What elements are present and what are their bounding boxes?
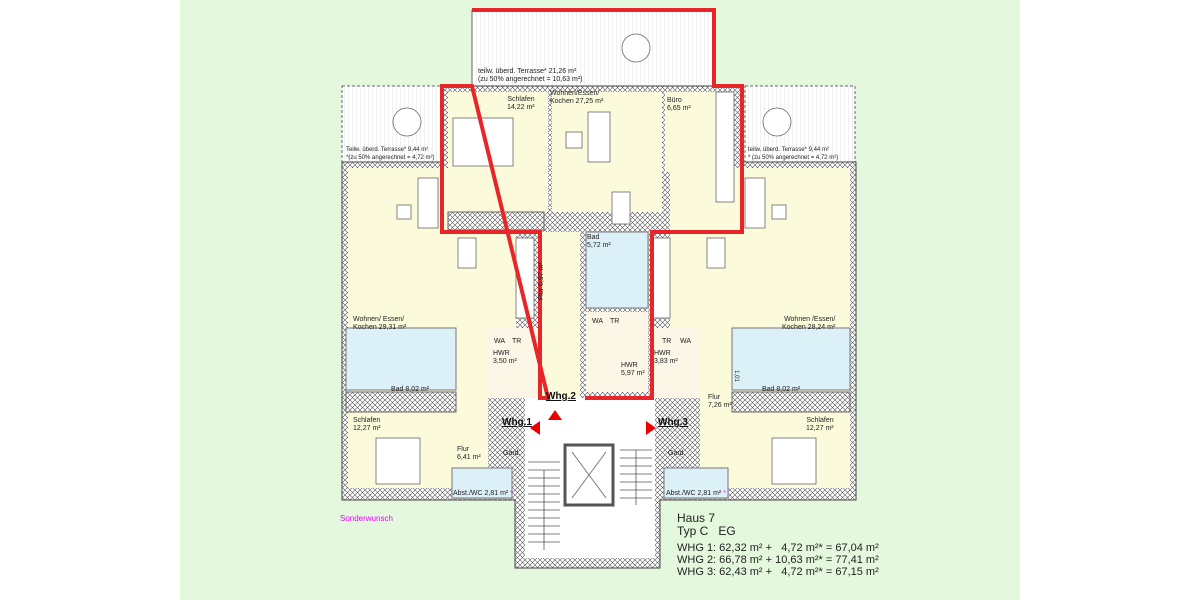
room-label: Bad 8,02 m² [391,386,430,393]
wardrobe-label: Gard. [503,450,521,457]
room-label: Flur 7,26 m² [708,394,732,409]
bath [585,231,649,309]
area-line: WHG 3: 62,43 m² + 4,72 m²* = 67,15 m² [677,566,879,578]
dryer-label: TR [662,338,672,345]
wc-label-row: Abst./WC 2,81 m²* [453,490,513,498]
room [652,328,700,398]
room-label: Schlafen 12,27 m² [353,417,381,432]
entry-marker-whg3 [646,421,656,435]
room-label: Bad 8,02 m² [762,386,801,393]
entry-marker-whg2 [548,410,562,420]
room-label: Flur 6,41 m² [457,446,481,461]
terrace-left-label: Teilw. überd. Terrasse* 9,44 m² *(zu 50%… [346,147,435,161]
room-label: Wohnen /Essen/ Kochen 28,24 m² [782,316,836,331]
room-label: Wohnen/Essen/ Kochen 27,25 m² [550,90,604,105]
room [665,92,717,172]
washer-label: WA [592,318,604,325]
area-line: WHG 2: 66,78 m² + 10,63 m²* = 77,41 m² [677,554,879,566]
area-summary: Haus 7 Typ C EG WHG 1: 62,32 m² + 4,72 m… [677,511,879,579]
room-label: Büro 6,65 m² [667,97,691,112]
washer-label: WA [494,338,506,345]
door-width-label: 1,01 [732,370,739,382]
terrace-top-label: teilw. überd. Terrasse* 21,26 m² (zu 50%… [478,68,583,83]
terrace-right-label: teilw. überd. Terrasse* 9,44 m² * (zu 50… [748,147,839,161]
room-label: Abst./WC 2,81 m² [666,490,722,497]
unit-label-whg1: Whg.1 [502,417,532,428]
unit-label-whg3: Whg.3 [658,417,688,428]
wc [663,467,729,499]
room-label: Abst./WC 2,81 m² [453,490,509,497]
room-label: Flur 6,97 m² [538,262,545,300]
room-label: HWR 5,97 m² [621,362,645,377]
terrace-top [471,9,715,87]
room [488,328,540,398]
unit-label-whg2: Whg.2 [546,391,576,402]
washer-label: WA [680,338,692,345]
room-label: Bad 5,72 m² [587,234,611,249]
room-label: HWR 3,50 m² [493,350,517,365]
room [586,312,648,392]
room [540,232,580,398]
sonderwunsch-note: Sonderwunsch [340,514,393,523]
room-label: Schlafen 14,22 m² [507,96,535,111]
entry-marker-whg1 [530,421,540,435]
dryer-label: TR [610,318,620,325]
room-label: HWR 3,83 m² [654,350,678,365]
bath [731,327,851,391]
room-label: Schlafen 12,27 m² [806,417,834,432]
unit-outline-whg2 [440,8,744,400]
dryer-label: TR [512,338,522,345]
wardrobe-label: Gard. [668,450,686,457]
wc-label-row: Abst./WC 2,81 m²* [666,490,726,498]
wc [451,467,513,499]
area-line: WHG 1: 62,32 m² + 4,72 m²* = 67,04 m² [677,542,879,554]
room-label: Wohnen/ Essen/ Kochen 29,31 m² [353,316,407,331]
type-label: Typ C EG [677,524,736,538]
bath [345,327,457,391]
sonderwunsch-star: * [723,490,726,497]
house-label: Haus 7 [677,511,716,525]
sonderwunsch-star: * [510,490,513,497]
